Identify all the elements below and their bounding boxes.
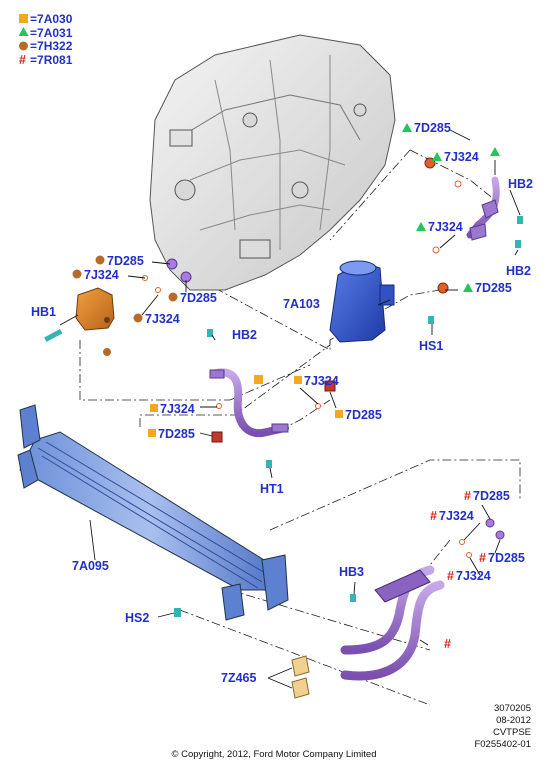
hash-symbol-icon: # [19,53,26,67]
label-7z465: 7Z465 [221,671,256,685]
bolt-hb3-icon [350,594,356,602]
triangle-symbol-icon [18,27,29,36]
label-7j324-bottom-right: 7J324 [456,569,491,583]
label-7d285-bottom-top: 7D285 [473,489,510,503]
bolt-hb2-right-icon [517,216,523,224]
bolt-hb2-center-icon [207,329,213,337]
label-7d285-left: 7D285 [107,254,144,268]
square-icon [335,410,343,418]
bolt-ht1-icon [266,460,272,468]
left-fittings [142,258,192,293]
copyright-notice: © Copyright, 2012, Ford Motor Company Li… [171,749,376,760]
label-7a095: 7A095 [72,559,109,573]
label-7j324-left-b: 7J324 [145,312,180,326]
label-7d285-left-b: 7D285 [180,291,217,305]
triangle-icon [416,222,426,231]
oil-cooler-7a095 [17,404,289,621]
label-7d285-top: 7D285 [414,121,451,135]
label-7a103: 7A103 [283,297,320,311]
triangle-icon [490,147,500,156]
label-7j324-center-right: 7J324 [304,374,339,388]
bolt-hs1-icon [428,316,434,324]
label-hb2-top: HB2 [508,177,533,191]
legend-7h322: =7H322 [30,39,73,53]
bolt-hb1-icon [44,329,63,342]
pipe-assembly-bottom-right [340,518,505,681]
circle-icon [168,292,178,302]
filter-housing-7a103 [329,260,395,343]
circle-icon [72,269,82,279]
square-symbol-icon [19,14,28,23]
circle-icon [95,255,105,265]
clamps-7z465 [291,655,310,699]
legend: =7A030 =7A031 =7H322 # =7R081 [18,12,73,67]
label-ht1: HT1 [260,482,284,496]
bolt-hs2-icon [174,608,181,617]
figure-id: F0255402-01 [474,739,531,750]
legend-7a030: =7A030 [30,12,73,26]
hose-top-right [424,157,500,294]
hash-mark-pipe: # [444,637,451,651]
label-7d285-center-left: 7D285 [158,427,195,441]
transmission-housing [149,34,396,291]
legend-7r081: =7R081 [30,53,73,67]
thermostat-housing-part [75,287,115,356]
label-hs1: HS1 [419,339,443,353]
label-7d285-right: 7D285 [475,281,512,295]
hash-icon: # [464,489,471,503]
label-hb3: HB3 [339,565,364,579]
label-7d285-bottom-right: 7D285 [488,551,525,565]
hash-icon: # [447,569,454,583]
label-7j324-center-left: 7J324 [160,402,195,416]
label-7d285-center-right: 7D285 [345,408,382,422]
bolt-hb2-lower-icon [515,240,521,248]
hash-icon: # [479,551,486,565]
label-hb2-mid: HB2 [506,264,531,278]
label-7j324-left: 7J324 [84,268,119,282]
footer-meta: 3070205 08-2012 CVTPSE F0255402-01 © Cop… [171,703,531,760]
label-hs2: HS2 [125,611,149,625]
drawing-code: 3070205 [494,703,531,714]
circle-icon [133,313,143,323]
triangle-icon [402,123,412,132]
legend-7a031: =7A031 [30,26,73,40]
square-icon [150,404,158,412]
hash-icon: # [430,509,437,523]
label-7j324-bottom-top: 7J324 [439,509,474,523]
square-icon [148,429,156,437]
circle-symbol-icon [19,41,28,51]
hose-center [209,368,336,443]
square-icon [294,376,302,384]
drawing-model: CVTPSE [493,727,531,738]
label-7j324-mid: 7J324 [428,220,463,234]
drawing-date: 08-2012 [496,715,531,726]
label-hb2-center: HB2 [232,328,257,342]
triangle-icon [463,283,473,292]
callout-labels: 7D285 7J324 HB2 7J324 HB2 7D285 7D285 7J… [31,121,533,685]
label-leaders [89,129,521,689]
triangle-icon [432,152,442,161]
label-7j324-top: 7J324 [444,150,479,164]
label-hb1: HB1 [31,305,56,319]
